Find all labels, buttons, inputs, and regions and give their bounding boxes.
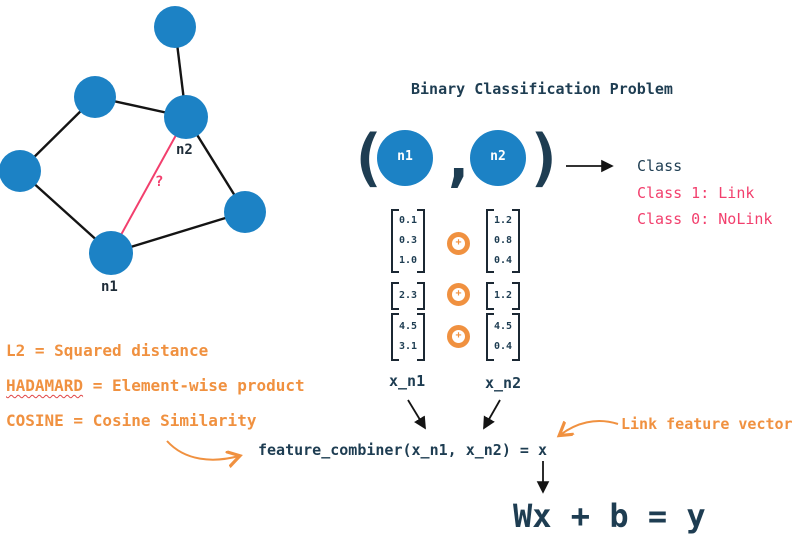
tuple-n1-label: n1 bbox=[397, 148, 413, 164]
vector-value: 1.2 bbox=[493, 215, 513, 226]
legend-hadamard-keyword: HADAMARD bbox=[6, 376, 84, 395]
tuple-node-n1: n1 bbox=[377, 130, 433, 186]
tuple-n2-label: n2 bbox=[490, 148, 506, 164]
vector-x-n1-row2: 2.3 bbox=[391, 282, 425, 310]
graph-node-n2 bbox=[164, 95, 208, 139]
graph-node bbox=[224, 191, 266, 233]
label-to-x-arrow bbox=[560, 420, 619, 435]
legend-cosine-rest: = Cosine Similarity bbox=[63, 411, 257, 430]
hadamard-operator-icon: + bbox=[447, 283, 470, 306]
page-title: Binary Classification Problem bbox=[411, 80, 673, 98]
vector-x-n1-row1: 0.1 0.3 1.0 bbox=[391, 209, 425, 273]
x-n1-label: x_n1 bbox=[389, 372, 426, 390]
xn1-to-combiner-arrow bbox=[407, 399, 426, 430]
class1-label: Class 1: Link bbox=[637, 184, 755, 202]
final-equation: Wx + b = y bbox=[513, 497, 706, 535]
tuple-node-n2: n2 bbox=[470, 130, 526, 186]
candidate-link-edge bbox=[110, 116, 187, 254]
legend-l2: L2 = Squared distance bbox=[6, 341, 208, 360]
vector-value: 0.3 bbox=[398, 235, 418, 246]
vector-value: 4.5 bbox=[493, 321, 513, 332]
class-heading: Class bbox=[637, 157, 683, 175]
vector-value: 0.8 bbox=[493, 235, 513, 246]
graph-n2-label: n2 bbox=[176, 142, 193, 158]
xn2-to-combiner-arrow bbox=[483, 399, 501, 430]
link-feature-vector-label: Link feature vector bbox=[621, 415, 793, 433]
graph-node bbox=[0, 150, 41, 192]
vector-x-n1-row3: 4.5 3.1 bbox=[391, 313, 425, 361]
plus-icon: + bbox=[455, 288, 462, 299]
legend-l2-keyword: L2 bbox=[6, 341, 26, 360]
x-n2-label: x_n2 bbox=[485, 374, 522, 392]
vector-x-n2-row3: 4.5 0.4 bbox=[486, 313, 520, 361]
vector-value: 4.5 bbox=[398, 321, 418, 332]
missing-edge-question-mark: ? bbox=[155, 174, 164, 190]
legend-cosine: COSINE = Cosine Similarity bbox=[6, 411, 256, 430]
plus-icon: + bbox=[455, 330, 462, 341]
vector-value: 1.0 bbox=[398, 255, 418, 266]
hadamard-operator-icon: + bbox=[447, 325, 470, 348]
legend-hadamard-rest: = Element-wise product bbox=[83, 376, 305, 395]
graph-figure bbox=[0, 6, 266, 275]
vector-value: 0.4 bbox=[493, 341, 513, 352]
legend-to-combiner-arrow bbox=[166, 440, 239, 460]
feature-combiner-formula: feature_combiner(x_n1, x_n2) = x bbox=[258, 441, 547, 459]
graph-n1-label: n1 bbox=[101, 279, 118, 295]
plus-icon: + bbox=[455, 237, 462, 248]
graph-node bbox=[154, 6, 196, 48]
graph-edges bbox=[19, 26, 247, 255]
vector-x-n2-row1: 1.2 0.8 0.4 bbox=[486, 209, 520, 273]
graph-node-n1 bbox=[89, 231, 133, 275]
legend-l2-rest: = Squared distance bbox=[25, 341, 209, 360]
legend-cosine-keyword: COSINE bbox=[6, 411, 64, 430]
vector-value: 2.3 bbox=[398, 290, 418, 301]
legend-hadamard: HADAMARD = Element-wise product bbox=[6, 376, 305, 395]
vector-value: 0.1 bbox=[398, 215, 418, 226]
vector-value: 3.1 bbox=[398, 341, 418, 352]
class0-label: Class 0: NoLink bbox=[637, 210, 773, 228]
vector-value: 0.4 bbox=[493, 255, 513, 266]
tuple-close-paren: ) bbox=[526, 121, 564, 194]
vector-x-n2-row2: 1.2 bbox=[486, 282, 520, 310]
graph-nodes bbox=[0, 6, 266, 275]
graph-node bbox=[74, 76, 116, 118]
hadamard-operator-icon: + bbox=[447, 232, 470, 255]
vector-value: 1.2 bbox=[493, 290, 513, 301]
